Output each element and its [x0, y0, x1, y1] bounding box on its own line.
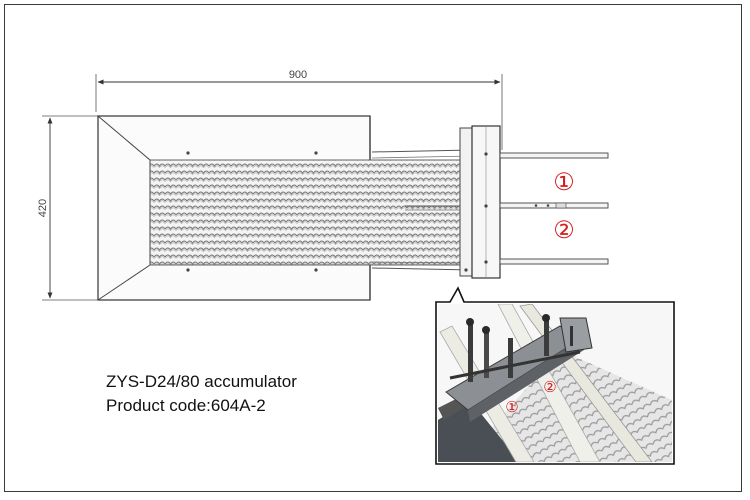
lane-marker-1: ①	[553, 169, 575, 196]
drawing-frame	[4, 4, 742, 492]
product-code-caption: Product code:604A-2	[106, 396, 266, 415]
detail-photo: ① ②	[435, 286, 675, 465]
width-dimension-label: 900	[289, 69, 307, 81]
output-section	[371, 125, 609, 279]
lane-marker-2: ②	[553, 217, 575, 244]
photo-lane-marker-1: ①	[505, 399, 518, 416]
model-caption: ZYS-D24/80 accumulator	[106, 372, 297, 391]
photo-lane-marker-2: ②	[543, 379, 556, 396]
height-dimension-label: 420	[37, 199, 49, 217]
accumulator-table	[97, 115, 473, 301]
width-dimension: 900	[95, 69, 503, 150]
height-dimension: 420	[37, 115, 98, 301]
